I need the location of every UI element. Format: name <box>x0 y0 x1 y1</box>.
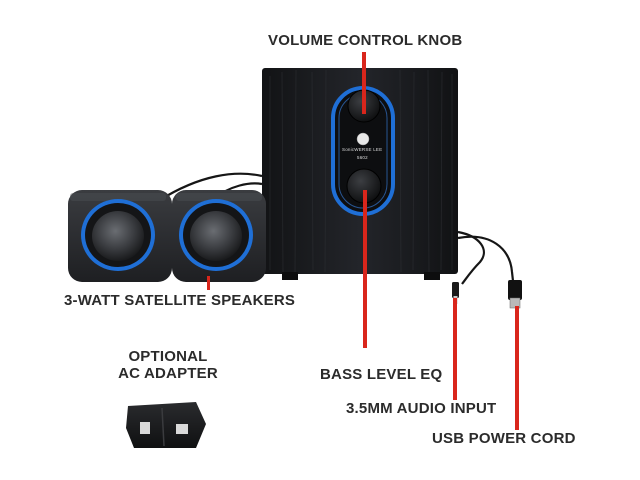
audio-input-callout-line <box>453 298 457 400</box>
satellite-speakers-label: 3-WATT SATELLITE SPEAKERS <box>64 292 296 309</box>
audio-input-label: 3.5MM AUDIO INPUT <box>346 400 497 417</box>
bass-eq-label: BASS LEVEL EQ <box>320 366 443 383</box>
volume-callout-line <box>362 52 366 114</box>
usb-callout-line <box>515 306 519 430</box>
optional-label-line2: AC ADAPTER <box>118 365 218 382</box>
satellite-speaker-right <box>172 190 266 282</box>
optional-label-line1: OPTIONAL <box>128 348 208 365</box>
bass-callout-line <box>363 190 367 348</box>
satellite-callout-line <box>207 276 210 290</box>
ac-adapter <box>126 402 206 448</box>
optional-adapter-label: OPTIONAL AC ADAPTER <box>108 348 228 382</box>
brand-name: SonicWERSE LEE <box>342 147 383 152</box>
satellite-speaker-left <box>68 190 172 282</box>
model-number: 5602 <box>357 155 368 160</box>
brand-logo-icon <box>356 132 370 146</box>
volume-knob-label: VOLUME CONTROL KNOB <box>268 32 463 49</box>
usb-power-label: USB POWER CORD <box>432 430 576 447</box>
usb-plug-icon <box>508 280 522 309</box>
